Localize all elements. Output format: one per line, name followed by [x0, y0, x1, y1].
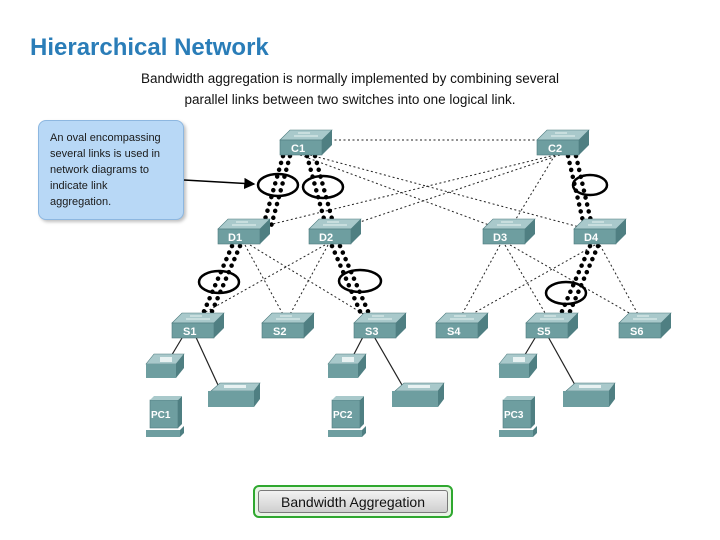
callout-line-3: network diagrams to: [50, 164, 150, 176]
cable-s3-printer2: [371, 332, 403, 386]
link-d3-s6: [509, 244, 639, 319]
callout-arrow: [183, 177, 256, 190]
switch-c1: C1: [279, 129, 333, 156]
aggregation-oval-d4-s5: [544, 280, 588, 306]
switch-label-s5: S5: [537, 326, 550, 338]
bandwidth-aggregation-button-label: Bandwidth Aggregation: [258, 490, 448, 513]
cable-s5-printer3: [545, 332, 576, 386]
switch-s3: S3: [353, 312, 407, 339]
switch-s6: S6: [618, 312, 672, 339]
bundle-c1-d1-b: [267, 153, 293, 233]
switch-label-s6: S6: [630, 326, 643, 338]
subtitle: Bandwidth aggregation is normally implem…: [110, 68, 590, 110]
bundle-d1-s1-b: [207, 243, 243, 319]
bandwidth-aggregation-button[interactable]: Bandwidth Aggregation: [253, 485, 453, 518]
bundle-d1-s1-a: [199, 243, 235, 319]
switch-label-s3: S3: [365, 326, 378, 338]
aggregation-oval-c2-d4: [571, 173, 609, 197]
link-c1-d4: [309, 154, 599, 233]
switch-d3: D3: [482, 218, 536, 245]
switch-label-d3: D3: [493, 232, 507, 244]
bundle-c2-d4-b: [573, 153, 596, 233]
pc-1: PC1: [145, 353, 185, 437]
subtitle-line-2: parallel links between two switches into…: [184, 92, 516, 107]
switch-label-d4: D4: [584, 232, 599, 244]
link-c1-d3: [299, 154, 509, 233]
link-d3-s5: [504, 244, 549, 319]
switch-label-c1: C1: [291, 143, 305, 155]
printer-icon: [208, 382, 261, 407]
bundle-d2-s3-a: [329, 243, 365, 319]
aggregation-oval-c1-d2: [301, 174, 345, 200]
switch-d4: D4: [573, 218, 627, 245]
bundle-c1-d2-a: [304, 153, 330, 233]
bundle-c1-d1-a: [259, 153, 286, 233]
dotted-links: [194, 139, 641, 319]
callout-line-1: An oval encompassing: [50, 132, 161, 144]
cable-s1-printer1: [193, 332, 219, 386]
switch-label-d1: D1: [228, 232, 242, 244]
link-c2-d1: [239, 154, 556, 233]
callout-line-5: aggregation.: [50, 196, 112, 208]
switch-s1: S1: [171, 312, 225, 339]
switch-d2: D2: [308, 218, 362, 245]
link-d4-s6: [599, 244, 641, 319]
switch-s4: S4: [435, 312, 489, 339]
printer-icon: [392, 382, 445, 407]
switch-label-d2: D2: [319, 232, 333, 244]
switch-d1: D1: [217, 218, 271, 245]
callout-line-2: several links is used in: [50, 148, 161, 160]
switch-label-s1: S1: [183, 326, 196, 338]
printer-icon: [563, 382, 616, 407]
aggregation-oval-d2-s3: [337, 268, 383, 294]
pc-label-3: PC3: [504, 410, 524, 421]
switch-s2: S2: [261, 312, 315, 339]
bundle-c1-d2-b: [312, 153, 338, 233]
switch-c2: C2: [536, 129, 590, 156]
link-d2-s2: [287, 244, 329, 319]
aggregation-ovals: [197, 172, 609, 306]
switch-s5: S5: [525, 312, 579, 339]
pc-2: PC2: [327, 353, 367, 437]
page-title: Hierarchical Network: [30, 34, 269, 61]
bundle-c2-d4-a: [565, 153, 588, 233]
callout-box: An oval encompassing several links is us…: [38, 120, 184, 220]
link-d1-s2: [244, 244, 286, 319]
bundle-d2-s3-b: [337, 243, 373, 319]
callout-line-4: indicate link: [50, 180, 108, 192]
link-d1-s3: [249, 244, 371, 319]
pc-3: PC3: [498, 353, 538, 437]
pc-label-2: PC2: [333, 410, 353, 421]
switch-label-c2: C2: [548, 143, 562, 155]
subtitle-line-1: Bandwidth aggregation is normally implem…: [141, 71, 559, 86]
switch-label-s2: S2: [273, 326, 286, 338]
link-d3-s4: [459, 244, 501, 319]
link-c2-d3: [507, 154, 556, 233]
aggregation-oval-c1-d1: [256, 172, 300, 198]
aggregation-oval-d1-s1: [197, 269, 241, 295]
pc-label-1: PC1: [151, 410, 171, 421]
switch-label-s4: S4: [447, 326, 461, 338]
